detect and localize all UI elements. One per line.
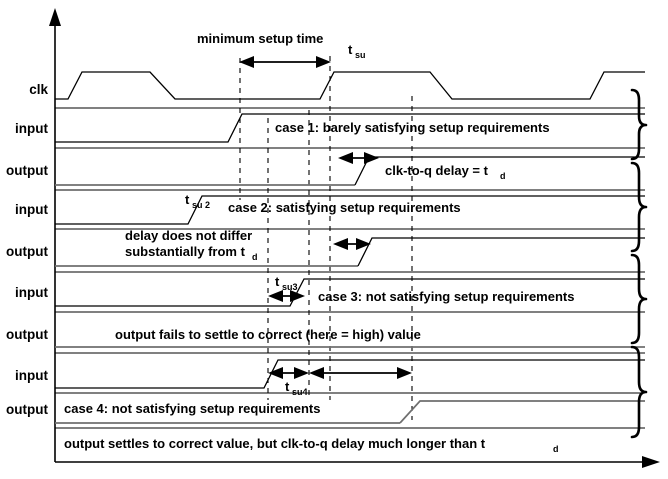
case3-label: case 3: not satisfying setup requirement…: [318, 289, 574, 304]
axes: [49, 8, 660, 468]
case2-note-line1: delay does not differ: [125, 228, 252, 243]
t-su-subscript: su: [355, 50, 366, 60]
waveform-input-case3: [55, 278, 645, 307]
case4-note: output settles to correct value, but clk…: [64, 436, 486, 451]
brace-case3: [630, 253, 648, 345]
arrow-left-icon: [309, 367, 324, 379]
brace-case1: [630, 88, 648, 161]
row-label-output-3: output: [6, 327, 48, 342]
t-su4-subscript: su4: [292, 387, 308, 397]
reference-lines: [239, 56, 413, 420]
t-su3-subscript: su3: [282, 282, 298, 292]
case2-note-line2-subscript: d: [252, 252, 258, 262]
case2-note-line2: substantially from t: [125, 244, 246, 259]
arrow-left-icon: [333, 238, 348, 250]
case-braces: [630, 88, 648, 439]
row-label-input-3: input: [15, 285, 48, 300]
arrow-right-icon: [294, 367, 309, 379]
minimum-setup-time-label: minimum setup time: [197, 31, 323, 46]
row-label-input-4: input: [15, 368, 48, 383]
annotation-case1: case 1: barely satisfying setup requirem…: [275, 120, 550, 181]
waveform-output-case4: [55, 400, 645, 424]
arrow-right-icon: [364, 152, 379, 164]
t-su2-label: t: [185, 192, 190, 207]
y-axis-arrow-icon: [49, 8, 61, 26]
clk-to-q-delay-subscript: d: [500, 171, 506, 181]
waveform-input-case4: [55, 359, 645, 389]
waveform-clk: [55, 71, 645, 100]
arrow-right-icon: [316, 56, 331, 68]
case4-label: case 4: not satisfying setup requirement…: [64, 401, 320, 416]
x-axis-arrow-icon: [642, 456, 660, 468]
waveform-output-case2: [55, 237, 645, 267]
arrow-right-icon: [356, 238, 371, 250]
case2-label: case 2: satisfying setup requirements: [228, 200, 461, 215]
row-label-clk: clk: [29, 82, 48, 97]
row-label-group: clk input output input output input outp…: [6, 82, 48, 417]
annotation-minimum-setup-time: minimum setup time t su: [197, 31, 366, 68]
case1-label: case 1: barely satisfying setup requirem…: [275, 120, 550, 135]
annotation-case3: t su3 case 3: not satisfying setup requi…: [115, 274, 574, 342]
row-label-input-1: input: [15, 121, 48, 136]
brace-case4: [630, 345, 648, 439]
row-label-output-4: output: [6, 402, 48, 417]
waveform-input-case2: [55, 195, 645, 225]
t-su4-label: t: [285, 379, 290, 394]
case3-note: output fails to settle to correct (here …: [115, 327, 421, 342]
clk-to-q-delay-label: clk-to-q delay = t: [385, 163, 489, 178]
arrow-left-icon: [338, 152, 353, 164]
arrow-left-icon: [239, 56, 254, 68]
arrow-right-icon: [397, 367, 412, 379]
case4-note-subscript: d: [553, 444, 559, 454]
annotation-case2: t su 2 case 2: satisfying setup requirem…: [125, 192, 461, 262]
t-su3-label: t: [275, 274, 280, 289]
row-label-input-2: input: [15, 202, 48, 217]
t-su2-subscript: su 2: [192, 200, 210, 210]
brace-case2: [630, 161, 648, 253]
t-su-label: t: [348, 42, 353, 57]
row-separators: [55, 107, 645, 429]
row-label-output-1: output: [6, 163, 48, 178]
arrow-right-icon: [290, 290, 305, 302]
arrow-left-icon: [268, 290, 283, 302]
annotation-case4: t su4 case 4: not satisfying setup requi…: [64, 367, 559, 454]
arrow-left-icon: [268, 367, 283, 379]
row-label-output-2: output: [6, 244, 48, 259]
waveform-input-case1: [55, 113, 645, 143]
